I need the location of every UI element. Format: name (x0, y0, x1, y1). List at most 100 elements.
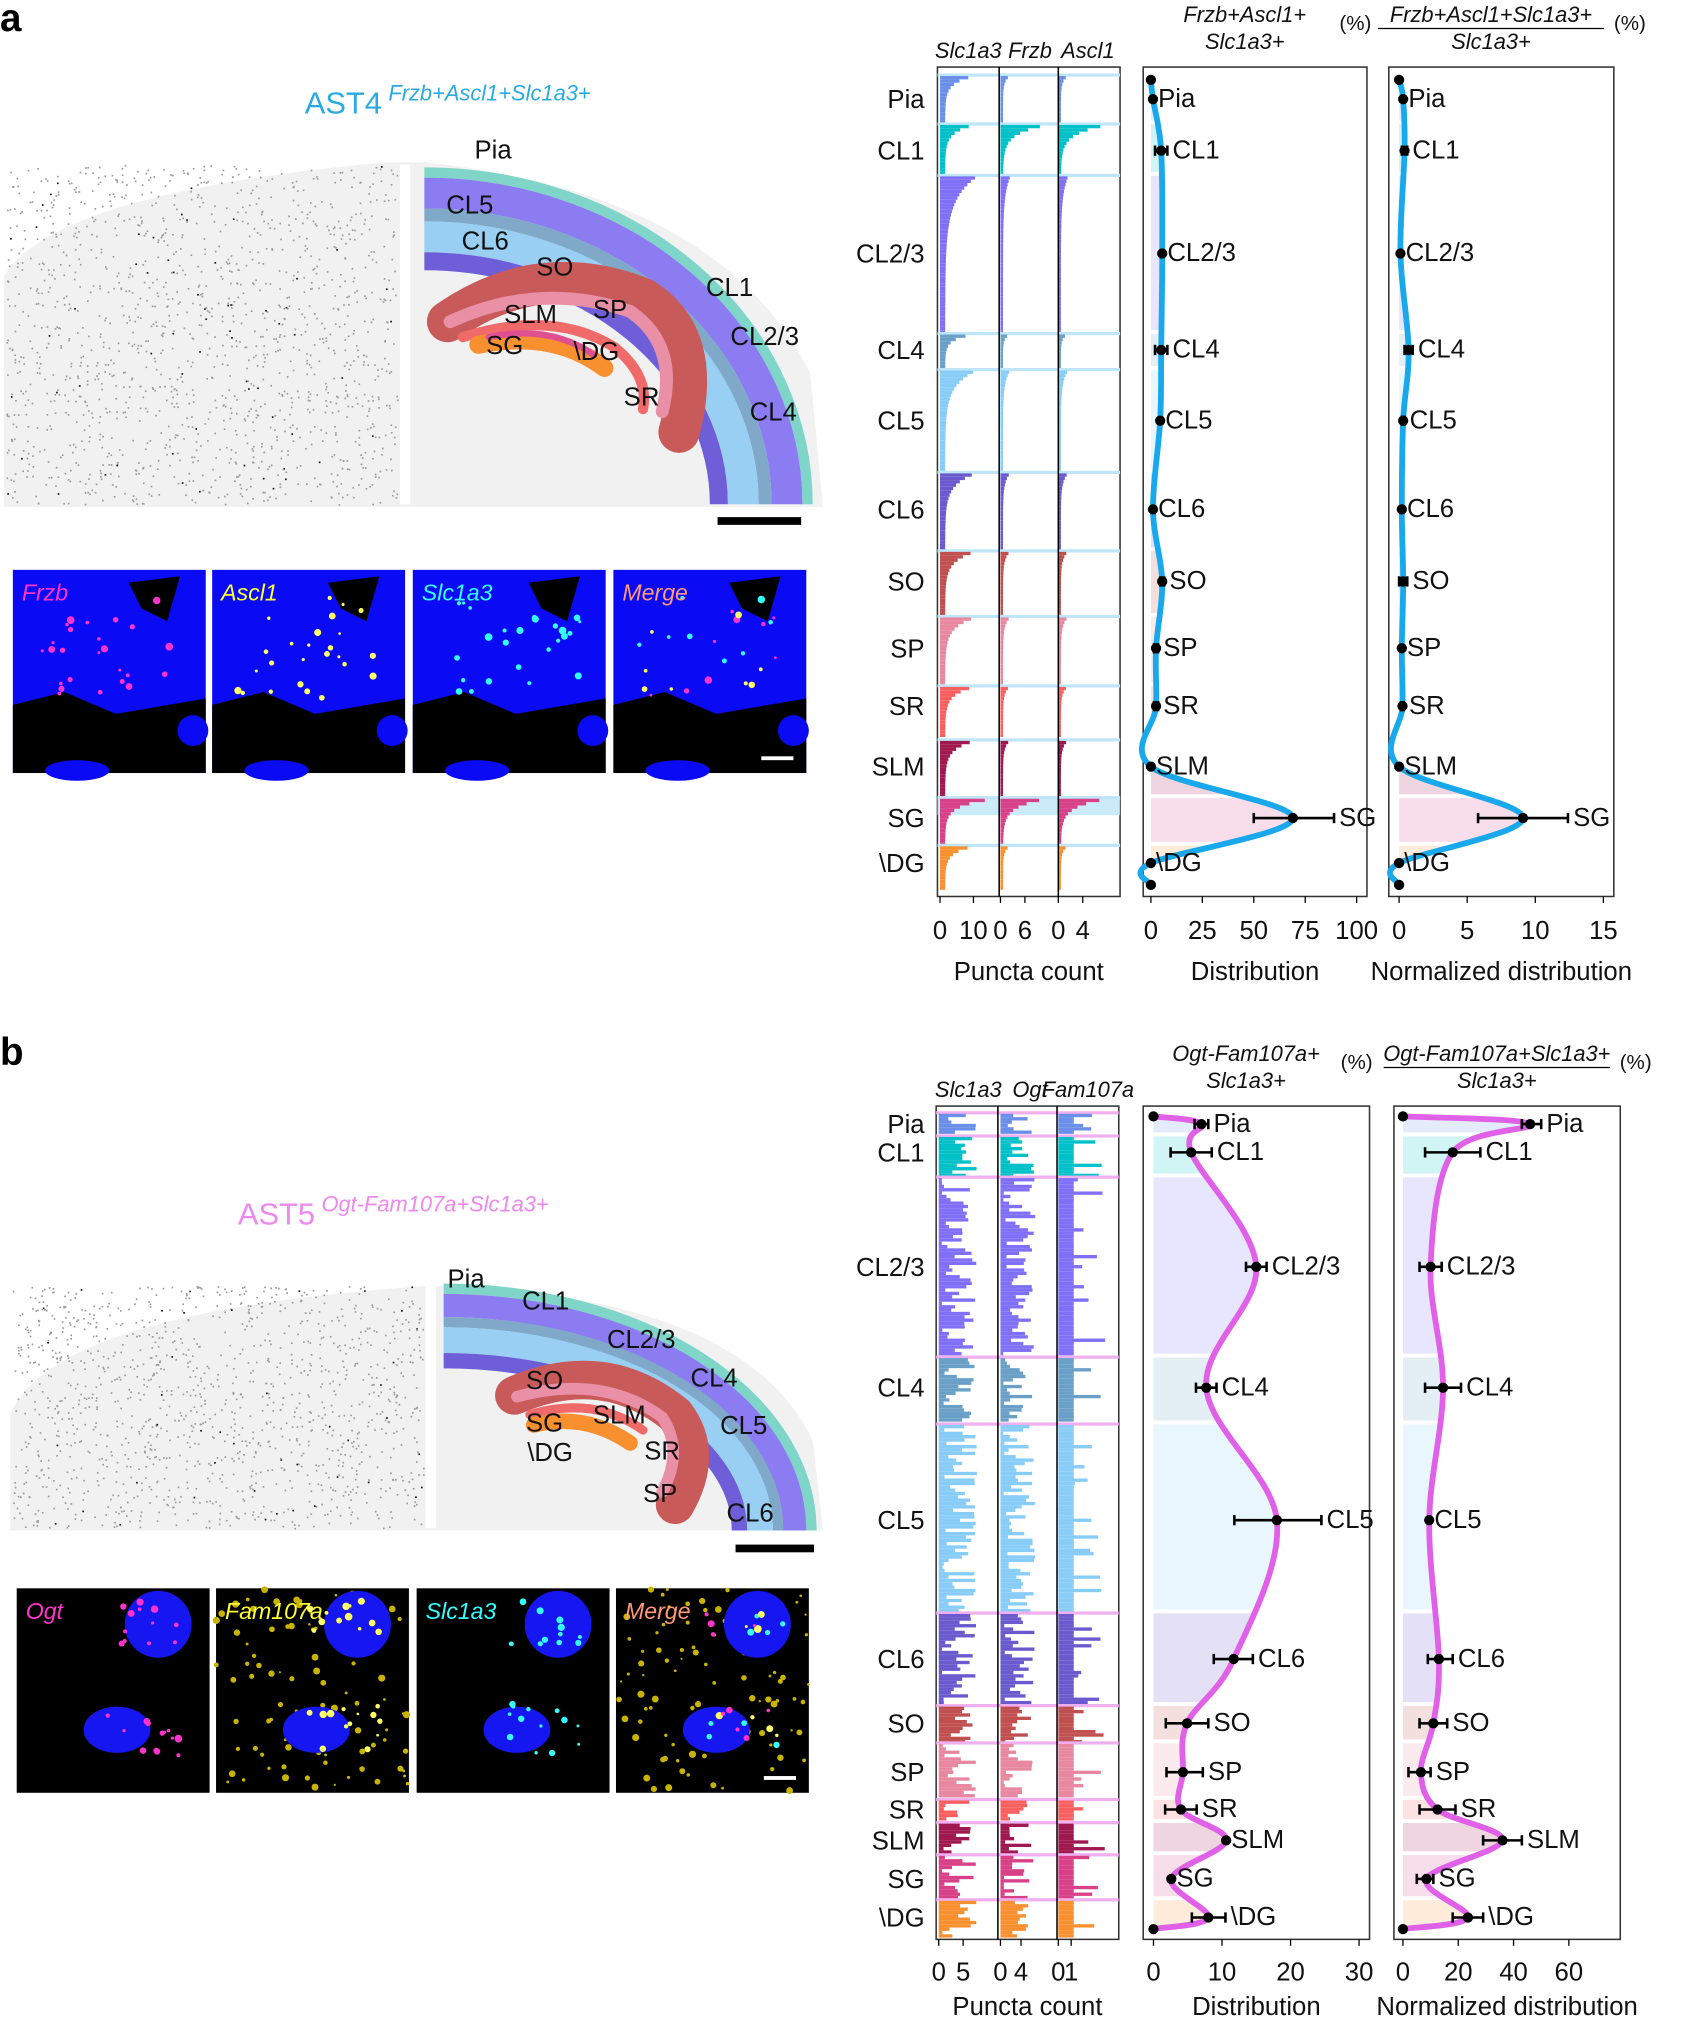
cell-dot (30, 1389, 33, 1392)
cell-dot (46, 414, 49, 416)
cell-dot (359, 1288, 362, 1290)
puncta-bar (938, 1398, 950, 1402)
x-tick-label: 0 (993, 917, 1007, 945)
cell-dot (100, 472, 102, 475)
cell-dot (379, 1496, 382, 1499)
cell-dot (187, 1366, 190, 1368)
x-tick-label: 30 (1345, 1959, 1374, 1987)
cell-dot (13, 480, 15, 483)
cell-dot (89, 1352, 92, 1355)
puncta-bar (1000, 1318, 1031, 1322)
cell-dot (326, 271, 329, 273)
brain-region-label: CL5 (446, 192, 493, 220)
puncta-bar (1058, 1285, 1084, 1289)
layer-separator-band (936, 1355, 1119, 1359)
puncta-bar (938, 1803, 946, 1808)
puncta-bar (1000, 883, 1004, 887)
puncta-bar (1058, 1585, 1074, 1589)
puncta-bar (1000, 740, 1009, 745)
cell-dot (25, 1481, 28, 1484)
cell-dot (171, 347, 174, 350)
puncta-bar (1058, 561, 1063, 566)
cell-dot (303, 276, 306, 279)
cell-dot (135, 473, 138, 476)
cell-dot (265, 282, 267, 285)
cell-dot (339, 1514, 342, 1517)
cell-dot (19, 1314, 22, 1317)
cell-dot (381, 453, 383, 456)
puncta-dot (357, 1597, 365, 1605)
puncta-bar (938, 1753, 945, 1758)
cell-dot (165, 228, 168, 231)
cell-dot (250, 383, 253, 385)
layer-separator-band (937, 549, 1121, 553)
puncta-bar (1058, 1374, 1074, 1379)
puncta-bar (940, 828, 946, 833)
puncta-bar (1000, 112, 1004, 117)
cell-dot (375, 1377, 378, 1379)
end-point (1393, 879, 1405, 891)
cell-type-title-a: AST4 (305, 85, 382, 120)
puncta-bar (1000, 1660, 1025, 1665)
cell-dot (387, 1398, 390, 1401)
puncta-bar (1058, 1747, 1074, 1751)
cell-dot (413, 1348, 416, 1351)
cell-dot (263, 1505, 265, 1508)
cell-dot (312, 269, 315, 271)
cell-dot (129, 1520, 131, 1523)
cell-dot (116, 1378, 119, 1380)
cell-dot (190, 187, 193, 190)
cell-dot (96, 1406, 98, 1409)
puncta-bar (1000, 1261, 1024, 1266)
layer-label: CL1 (877, 138, 924, 166)
puncta-bar (1058, 1892, 1093, 1896)
cell-dot (156, 1480, 159, 1483)
cell-dot (385, 1490, 387, 1493)
puncta-bar (1000, 1826, 1010, 1831)
puncta-bar (938, 1218, 969, 1222)
cell-dot (333, 246, 336, 248)
puncta-dot (269, 660, 275, 666)
puncta-bar (1000, 1498, 1027, 1502)
puncta-bar (938, 1461, 963, 1466)
puncta-bar (1000, 1525, 1010, 1529)
cell-dot (29, 201, 32, 204)
cell-dot (124, 1437, 127, 1440)
puncta-bar (938, 1647, 942, 1651)
puncta-bar (1058, 219, 1062, 224)
puncta-bar (1000, 1218, 1006, 1222)
cell-dot (371, 435, 374, 437)
cell-dot (402, 1427, 405, 1430)
x-tick-label: 75 (1291, 917, 1320, 945)
cell-dot (372, 457, 374, 460)
puncta-bar (1000, 1794, 1018, 1798)
cell-dot (306, 1319, 309, 1322)
puncta-bar (940, 276, 946, 281)
layer-separator-band (936, 1741, 1119, 1745)
puncta-bar (1000, 437, 1004, 441)
cell-dot (396, 1394, 399, 1397)
cell-dot (198, 284, 201, 287)
cell-dot (331, 1434, 334, 1437)
puncta-bar (1058, 620, 1065, 625)
cell-dot (76, 1428, 78, 1430)
data-point (1287, 812, 1299, 824)
cell-dot (36, 1520, 38, 1523)
end-point (1397, 1923, 1409, 1935)
cell-dot (354, 440, 357, 443)
cell-dot (241, 1348, 244, 1351)
cell-dot (309, 288, 312, 290)
nucleus (577, 715, 609, 747)
puncta-bar (1058, 637, 1062, 641)
cell-dot (120, 1510, 123, 1513)
cell-dot (66, 1471, 69, 1474)
cell-dot (25, 390, 27, 393)
cell-dot (336, 1371, 339, 1374)
data-point (1403, 344, 1414, 356)
puncta-bar (1000, 397, 1004, 401)
puncta-dot (51, 641, 55, 645)
cell-dot (162, 1287, 165, 1290)
cell-dot (256, 232, 259, 234)
